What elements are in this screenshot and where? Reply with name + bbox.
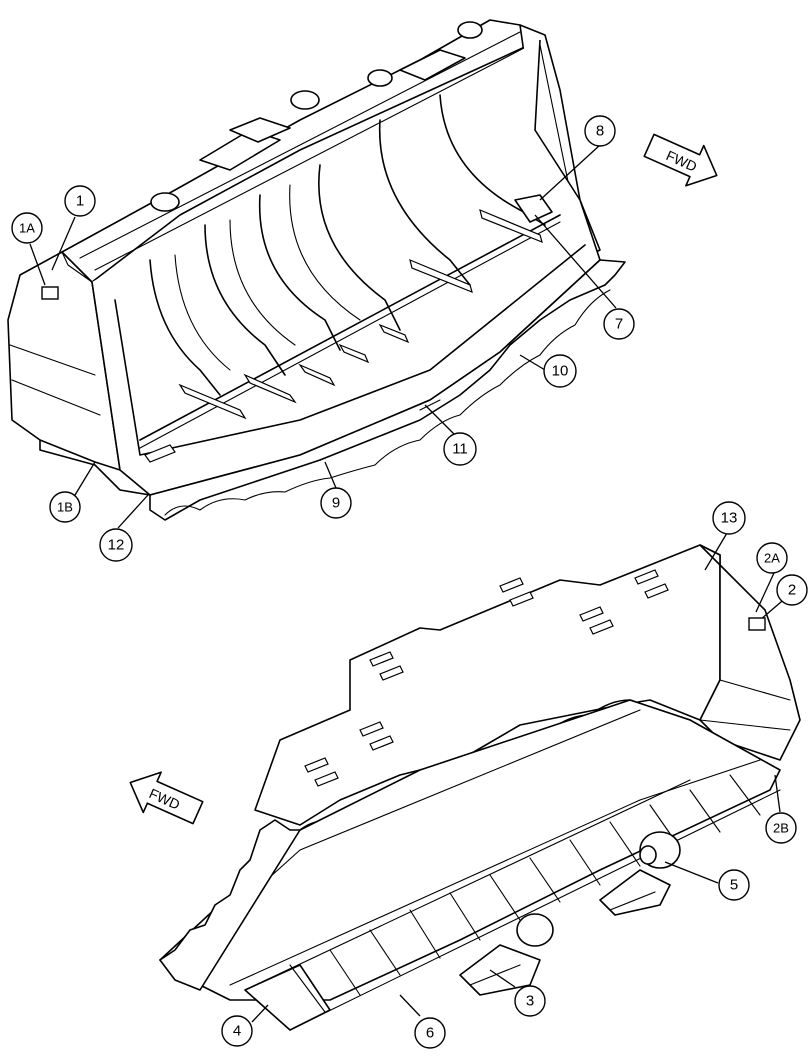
svg-text:4: 4	[233, 1023, 241, 1040]
fwd-arrow-top: FWD	[643, 133, 718, 187]
callout-6: 6	[414, 1017, 446, 1049]
svg-text:1: 1	[76, 193, 84, 210]
svg-text:2A: 2A	[764, 551, 780, 566]
callout-13: 13	[712, 501, 746, 535]
svg-text:1B: 1B	[57, 500, 73, 515]
callout-2b: 2B	[765, 812, 797, 844]
callout-7: 7	[603, 308, 635, 340]
bottom-bucket-illustration	[159, 544, 801, 1031]
fwd-arrow-bottom: FWD	[129, 771, 204, 825]
callout-8: 8	[584, 115, 616, 147]
callout-9: 9	[320, 487, 352, 519]
svg-text:13: 13	[721, 510, 738, 527]
callout-2a: 2A	[756, 542, 788, 574]
label-plate-1a	[41, 286, 59, 300]
callout-1: 1	[64, 185, 96, 217]
callout-12: 12	[99, 528, 133, 562]
svg-text:3: 3	[526, 993, 534, 1010]
svg-text:6: 6	[426, 1025, 434, 1042]
svg-text:1A: 1A	[19, 221, 35, 236]
svg-text:9: 9	[332, 495, 340, 512]
callout-3: 3	[514, 985, 546, 1017]
top-bucket-illustration	[7, 19, 626, 521]
svg-text:2B: 2B	[773, 821, 789, 836]
svg-text:11: 11	[452, 441, 468, 458]
svg-text:8: 8	[596, 123, 604, 140]
callout-4: 4	[221, 1015, 253, 1047]
callout-2: 2	[776, 574, 808, 606]
callout-5: 5	[718, 869, 750, 901]
svg-text:12: 12	[108, 537, 125, 554]
svg-text:7: 7	[615, 316, 623, 333]
callout-1a: 1A	[11, 212, 43, 244]
callout-10: 10	[543, 354, 577, 388]
svg-text:2: 2	[788, 582, 796, 599]
label-plate-2a	[748, 617, 766, 631]
svg-text:5: 5	[730, 877, 738, 894]
callout-11: 11	[443, 432, 477, 466]
callout-leaders	[29, 144, 789, 1023]
svg-text:10: 10	[552, 363, 569, 380]
callout-1b: 1B	[49, 491, 81, 523]
